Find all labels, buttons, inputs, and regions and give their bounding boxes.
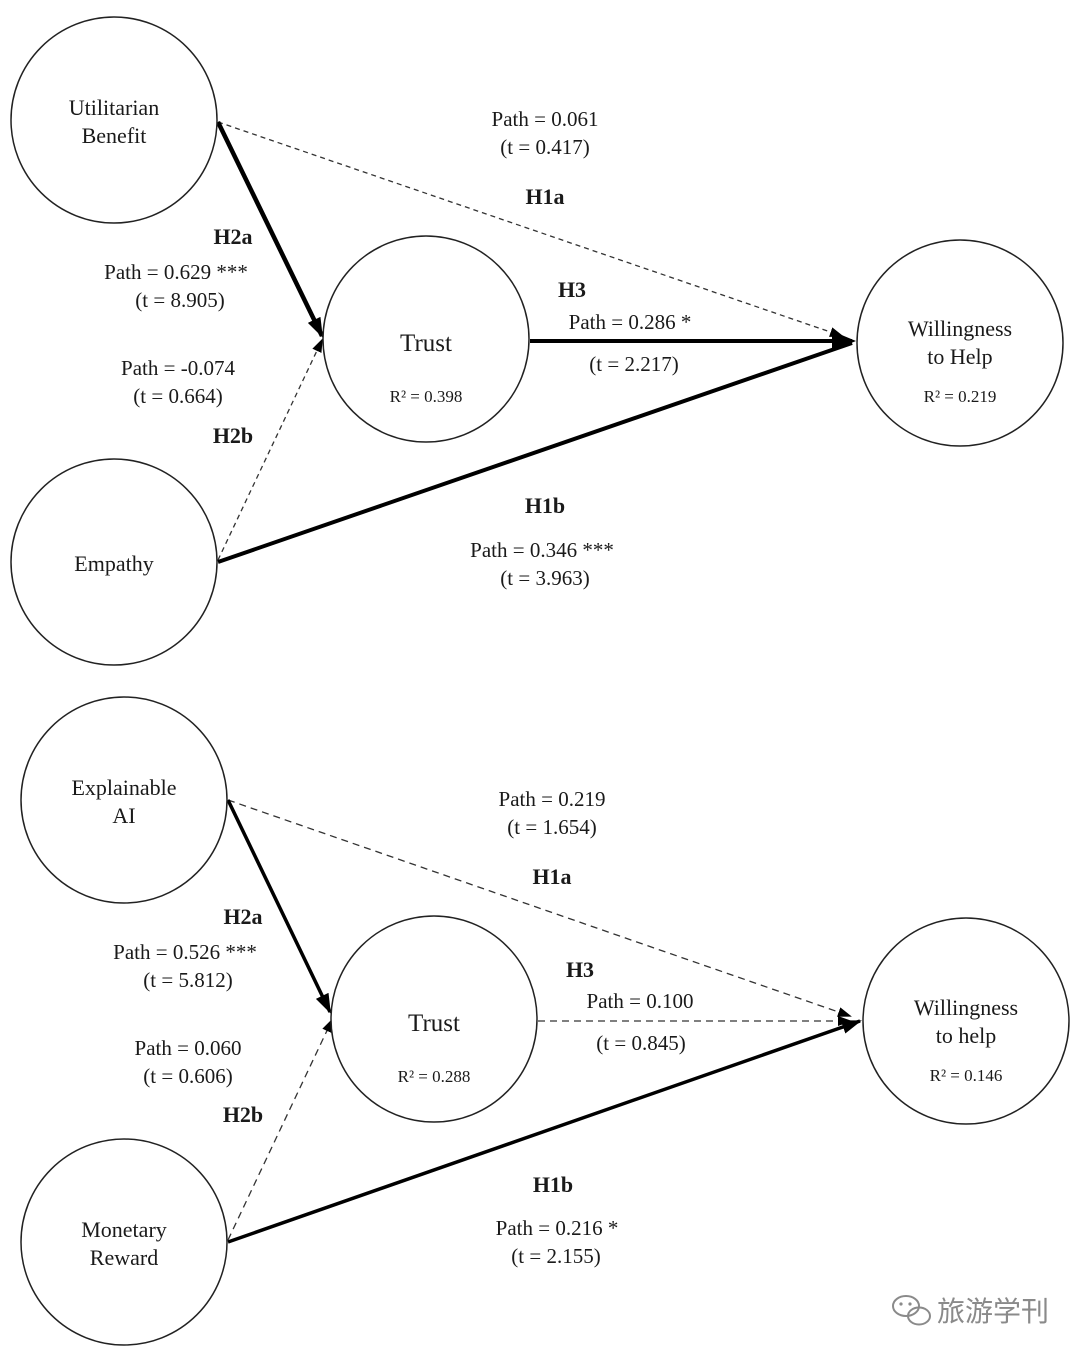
hypothesis-label: H3 — [558, 277, 586, 302]
t-value: (t = 0.417) — [500, 135, 589, 159]
t-value: (t = 5.812) — [143, 968, 232, 992]
path-coefficient: Path = 0.346 *** — [470, 538, 614, 562]
node-label-line1: Explainable — [71, 775, 176, 800]
t-value: (t = 0.845) — [596, 1031, 685, 1055]
hypothesis-label: H2b — [213, 423, 253, 448]
node-label-line1: Utilitarian — [69, 95, 159, 120]
node-trust: Trust R² = 0.398 — [322, 235, 530, 443]
node-label-line1: Willingness — [914, 995, 1018, 1020]
t-value: (t = 1.654) — [507, 815, 596, 839]
r-squared: R² = 0.146 — [930, 1066, 1003, 1085]
edge-h2b — [217, 338, 323, 561]
edge-h2a — [215, 121, 325, 338]
path-coefficient: Path = 0.629 *** — [104, 260, 248, 284]
path-coefficient: Path = -0.074 — [121, 356, 235, 380]
node-label-line2: Benefit — [82, 123, 147, 148]
node-willingness: Willingness to Help R² = 0.219 — [856, 239, 1064, 447]
watermark: 旅游学刊 — [892, 1295, 1049, 1328]
t-value: (t = 0.664) — [133, 384, 222, 408]
hypothesis-label: H2b — [223, 1102, 263, 1127]
edge-h1b — [227, 1019, 862, 1244]
node-label-line1: Monetary — [81, 1217, 167, 1242]
label-h1a: Path = 0.219 (t = 1.654) H1a — [499, 787, 606, 889]
diagram-1: Utilitarian Benefit Empathy Trust R² = 0… — [10, 16, 1064, 666]
hypothesis-label: H1b — [533, 1172, 573, 1197]
watermark-text: 旅游学刊 — [937, 1295, 1049, 1328]
t-value: (t = 3.963) — [500, 566, 589, 590]
path-coefficient: Path = 0.060 — [135, 1036, 242, 1060]
label-h2a: H2a Path = 0.526 *** (t = 5.812) — [113, 904, 262, 992]
node-label-line2: to help — [936, 1023, 997, 1048]
edge-h2a — [226, 799, 332, 1014]
edge-h1b — [217, 341, 853, 564]
r-squared: R² = 0.398 — [390, 387, 463, 406]
hypothesis-label: H3 — [566, 957, 594, 982]
r-squared: R² = 0.288 — [398, 1067, 471, 1086]
path-coefficient: Path = 0.100 — [587, 989, 694, 1013]
r-squared: R² = 0.219 — [924, 387, 997, 406]
node-label: Trust — [408, 1010, 460, 1037]
t-value: (t = 2.217) — [589, 352, 678, 376]
wechat-icon — [892, 1295, 931, 1326]
node-label-line2: to Help — [927, 344, 992, 369]
t-value: (t = 8.905) — [135, 288, 224, 312]
diagram-2: Explainable AI Monetary Reward Trust R² … — [20, 696, 1070, 1346]
node-label-line2: Reward — [90, 1245, 158, 1270]
node-willingness: Willingness to help R² = 0.146 — [862, 917, 1070, 1125]
node-label-line1: Willingness — [908, 316, 1012, 341]
node-monetary-reward: Monetary Reward — [20, 1138, 228, 1346]
path-coefficient: Path = 0.219 — [499, 787, 606, 811]
edge-h2b — [227, 1018, 333, 1241]
node-label: Trust — [400, 330, 452, 357]
label-h3: H3 Path = 0.100 (t = 0.845) — [566, 957, 694, 1055]
hypothesis-label: H1a — [532, 864, 571, 889]
t-value: (t = 0.606) — [143, 1064, 232, 1088]
label-h2b: Path = -0.074 (t = 0.664) H2b — [121, 356, 253, 448]
node-trust: Trust R² = 0.288 — [330, 915, 538, 1123]
node-utilitarian-benefit: Utilitarian Benefit — [10, 16, 218, 224]
node-label: Empathy — [74, 551, 153, 576]
label-h1b: H1b Path = 0.216 * (t = 2.155) — [496, 1172, 619, 1268]
hypothesis-label: H1b — [525, 493, 565, 518]
label-h1a: Path = 0.061 (t = 0.417) H1a — [492, 107, 599, 209]
label-h1b: H1b Path = 0.346 *** (t = 3.963) — [470, 493, 614, 590]
path-coefficient: Path = 0.526 *** — [113, 940, 257, 964]
hypothesis-label: H1a — [525, 184, 564, 209]
label-h2a: H2a Path = 0.629 *** (t = 8.905) — [104, 224, 252, 312]
label-h3: H3 Path = 0.286 * (t = 2.217) — [558, 277, 691, 376]
edge-h1a — [217, 121, 844, 337]
path-coefficient: Path = 0.286 * — [569, 310, 692, 334]
path-coefficient: Path = 0.061 — [492, 107, 599, 131]
edge-h1a — [227, 799, 852, 1017]
node-empathy: Empathy — [10, 458, 218, 666]
label-h2b: Path = 0.060 (t = 0.606) H2b — [135, 1036, 264, 1127]
hypothesis-label: H2a — [223, 904, 262, 929]
node-explainable-ai: Explainable AI — [20, 696, 228, 904]
path-coefficient: Path = 0.216 * — [496, 1216, 619, 1240]
hypothesis-label: H2a — [213, 224, 252, 249]
t-value: (t = 2.155) — [511, 1244, 600, 1268]
node-label-line2: AI — [112, 803, 135, 828]
